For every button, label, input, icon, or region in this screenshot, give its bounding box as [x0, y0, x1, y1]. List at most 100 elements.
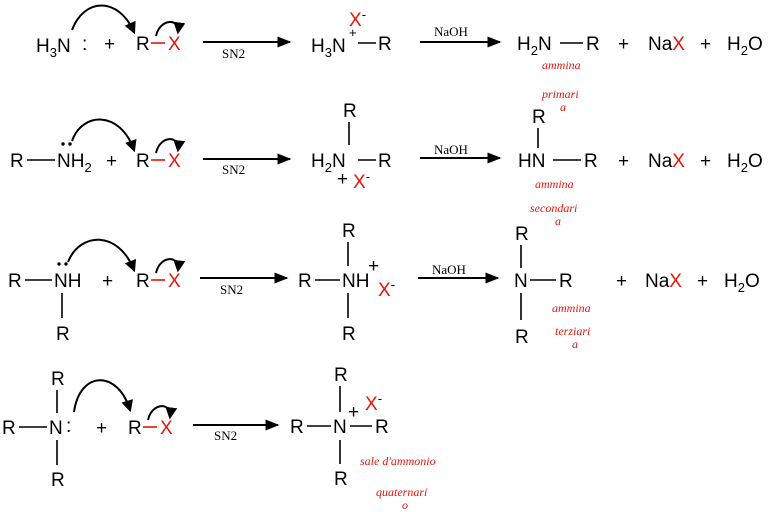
svg-text:terziari: terziari	[555, 324, 590, 338]
ammonium-intermediate: R R NH + X- R	[298, 221, 395, 345]
svg-text:+: +	[348, 402, 359, 423]
svg-text:+: +	[96, 418, 107, 439]
svg-text:NaOH: NaOH	[432, 262, 466, 277]
svg-text:+: +	[102, 271, 113, 292]
svg-text:R: R	[378, 151, 392, 172]
svg-text:N: N	[49, 418, 63, 439]
svg-text:NaX: NaX	[648, 151, 685, 172]
ammonia-h: H	[36, 36, 50, 57]
svg-text:a: a	[555, 214, 561, 228]
svg-text:X: X	[160, 418, 173, 439]
quaternary-ammonium-salt: R R N + X- R R	[290, 365, 389, 490]
sn2-label: SN2	[222, 46, 245, 61]
svg-text:X-: X-	[378, 277, 395, 301]
primary-amine-reactant: R NH2	[10, 142, 92, 175]
svg-text:R: R	[515, 327, 529, 348]
svg-text:R: R	[343, 101, 357, 122]
plus-sign: +	[104, 34, 115, 55]
svg-text:sale d'ammonio: sale d'ammonio	[360, 454, 436, 468]
svg-text:R: R	[8, 271, 22, 292]
svg-text:R: R	[10, 151, 24, 172]
svg-text:+: +	[700, 34, 711, 55]
leaving-group-arrow	[155, 258, 186, 274]
tertiary-amine-reactant: R R N : R	[2, 369, 71, 491]
tertiary-amine-product: R N R R	[514, 224, 573, 348]
row-tertiary-amine: R NH R + R X SN2 R R NH + X- R	[8, 221, 760, 351]
svg-text:X-: X-	[353, 169, 370, 193]
svg-text:quaternari: quaternari	[376, 485, 427, 499]
alkyl-halide: R X	[136, 258, 186, 292]
alkyl-r: R	[136, 34, 150, 55]
svg-text:R: R	[375, 417, 389, 438]
row-quaternary-salt: R R N : R + R X SN2 R R N + X- R	[2, 365, 436, 512]
svg-text:+: +	[337, 169, 348, 190]
svg-text:+: +	[618, 151, 629, 172]
svg-text:o: o	[402, 498, 408, 512]
svg-text:H2O: H2O	[724, 271, 760, 295]
svg-text:SN2: SN2	[220, 282, 243, 297]
svg-text:R: R	[298, 271, 312, 292]
nucleophilic-attack-arrow	[71, 4, 136, 35]
ammonia-subscript: 3	[50, 45, 57, 60]
svg-text:R: R	[51, 470, 65, 491]
svg-text:R: R	[515, 224, 529, 245]
svg-text:NH2: NH2	[57, 151, 92, 175]
svg-text:H2N: H2N	[311, 151, 346, 175]
svg-text:SN2: SN2	[214, 428, 237, 443]
svg-text:R: R	[334, 365, 348, 386]
primary-amine-product: H2N R	[517, 34, 600, 58]
ammonium-intermediate: R H2N R + X-	[311, 101, 392, 193]
secondary-amine-reactant: R NH R	[8, 262, 81, 345]
nucleophilic-attack-arrow	[71, 118, 137, 153]
svg-text:SN2: SN2	[222, 162, 245, 177]
water: H2O	[727, 34, 763, 58]
svg-text:R: R	[136, 151, 150, 172]
halide-anion: X-	[349, 7, 366, 31]
svg-text:secondari: secondari	[530, 201, 577, 215]
halide-x: X	[168, 34, 181, 55]
svg-text:+: +	[618, 34, 629, 55]
svg-text:R: R	[334, 469, 348, 490]
ammonia-molecule: H3N :	[36, 34, 87, 60]
svg-text:R: R	[51, 369, 65, 390]
svg-text:HN: HN	[518, 151, 545, 172]
svg-text:R: R	[136, 271, 150, 292]
svg-text:R: R	[290, 417, 304, 438]
svg-text:N: N	[514, 271, 528, 292]
svg-text:R: R	[378, 34, 392, 55]
caption-line-2: primari	[541, 87, 579, 101]
naoh-label: NaOH	[434, 24, 468, 39]
svg-text:a: a	[572, 337, 578, 351]
svg-text:N: N	[333, 417, 347, 438]
sodium-halide: NaX	[648, 34, 685, 55]
svg-text:R: R	[128, 418, 142, 439]
alkyl-halide: R X	[136, 138, 186, 172]
svg-text:NaX: NaX	[645, 271, 682, 292]
svg-text:+: +	[616, 271, 627, 292]
svg-text:ammina: ammina	[552, 301, 591, 315]
svg-text:R: R	[559, 271, 573, 292]
svg-text:R: R	[532, 107, 546, 128]
leaving-group-arrow	[155, 138, 186, 154]
svg-text:R: R	[56, 324, 70, 345]
svg-text:H2N: H2N	[517, 34, 552, 58]
caption-line-1: ammina	[542, 58, 581, 72]
svg-text:+: +	[697, 271, 708, 292]
ammonia-n: N	[57, 36, 71, 57]
svg-text:X: X	[168, 151, 181, 172]
alkyl-halide: R X	[136, 21, 186, 55]
svg-text:+: +	[700, 151, 711, 172]
svg-text:R: R	[342, 221, 356, 242]
svg-text:R: R	[2, 418, 16, 439]
svg-text:+: +	[106, 151, 117, 172]
svg-text:R: R	[586, 34, 600, 55]
svg-text:NH: NH	[342, 271, 369, 292]
svg-text:R: R	[584, 151, 598, 172]
row-primary-amine: H3N : + R X SN2 H3N + X- R NaOH H2N	[36, 4, 763, 114]
svg-text:H3N: H3N	[36, 36, 71, 60]
svg-text:+: +	[368, 256, 379, 277]
svg-text:H2O: H2O	[727, 151, 763, 175]
svg-text:X-: X-	[365, 391, 382, 415]
secondary-amine-product: R HN R	[518, 107, 598, 172]
svg-text:R: R	[342, 324, 356, 345]
